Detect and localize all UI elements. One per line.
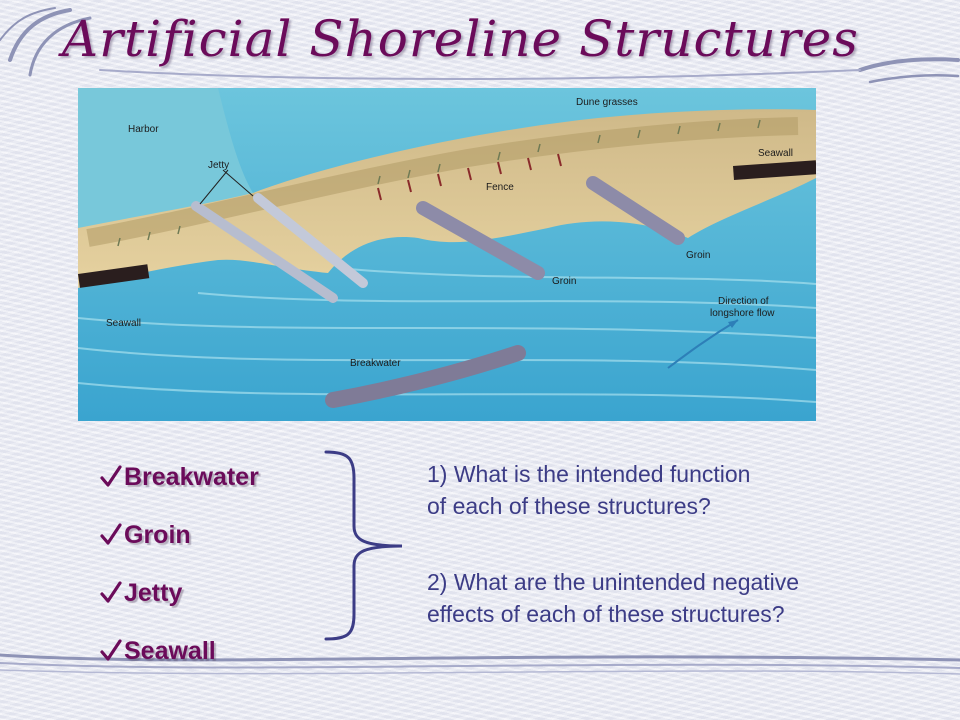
slide-title: Artificial Shoreline Structures	[62, 10, 859, 68]
question-2-line1: 2) What are the unintended negative	[427, 569, 800, 595]
label-harbor: Harbor	[128, 124, 159, 135]
question-2-line2: effects of each of these structures?	[427, 601, 785, 627]
list-item: Breakwater	[100, 448, 259, 506]
check-icon	[100, 581, 122, 603]
label-flow-line1: Direction of	[718, 296, 769, 307]
label-groin-1: Groin	[552, 276, 576, 287]
label-groin-2: Groin	[686, 250, 710, 261]
list-item-label: Breakwater	[124, 462, 259, 491]
list-item: Seawall	[100, 622, 259, 680]
label-flow-line2: longshore flow	[710, 308, 775, 319]
check-icon	[100, 465, 122, 487]
question-2: 2) What are the unintended negative effe…	[427, 566, 799, 630]
question-1-line2: of each of these structures?	[427, 493, 711, 519]
list-item-label: Seawall	[124, 636, 216, 665]
list-item: Groin	[100, 506, 259, 564]
label-breakwater: Breakwater	[350, 358, 401, 369]
label-dune-grasses: Dune grasses	[576, 97, 638, 108]
list-item-label: Groin	[124, 520, 191, 549]
curly-brace-icon	[324, 450, 403, 641]
label-seawall-right: Seawall	[758, 148, 793, 159]
label-fence: Fence	[486, 182, 514, 193]
list-item-label: Jetty	[124, 578, 183, 607]
list-item: Jetty	[100, 564, 259, 622]
question-1-line1: 1) What is the intended function	[427, 461, 751, 487]
check-icon	[100, 639, 122, 661]
label-seawall-left: Seawall	[106, 318, 141, 329]
check-icon	[100, 523, 122, 545]
question-1: 1) What is the intended function of each…	[427, 458, 799, 522]
shoreline-figure: Harbor Dune grasses Jetty Seawall Fence …	[78, 88, 816, 421]
structure-list: Breakwater Groin Jetty Seawall	[100, 448, 259, 680]
label-jetty: Jetty	[208, 160, 229, 171]
question-block: 1) What is the intended function of each…	[427, 458, 799, 630]
